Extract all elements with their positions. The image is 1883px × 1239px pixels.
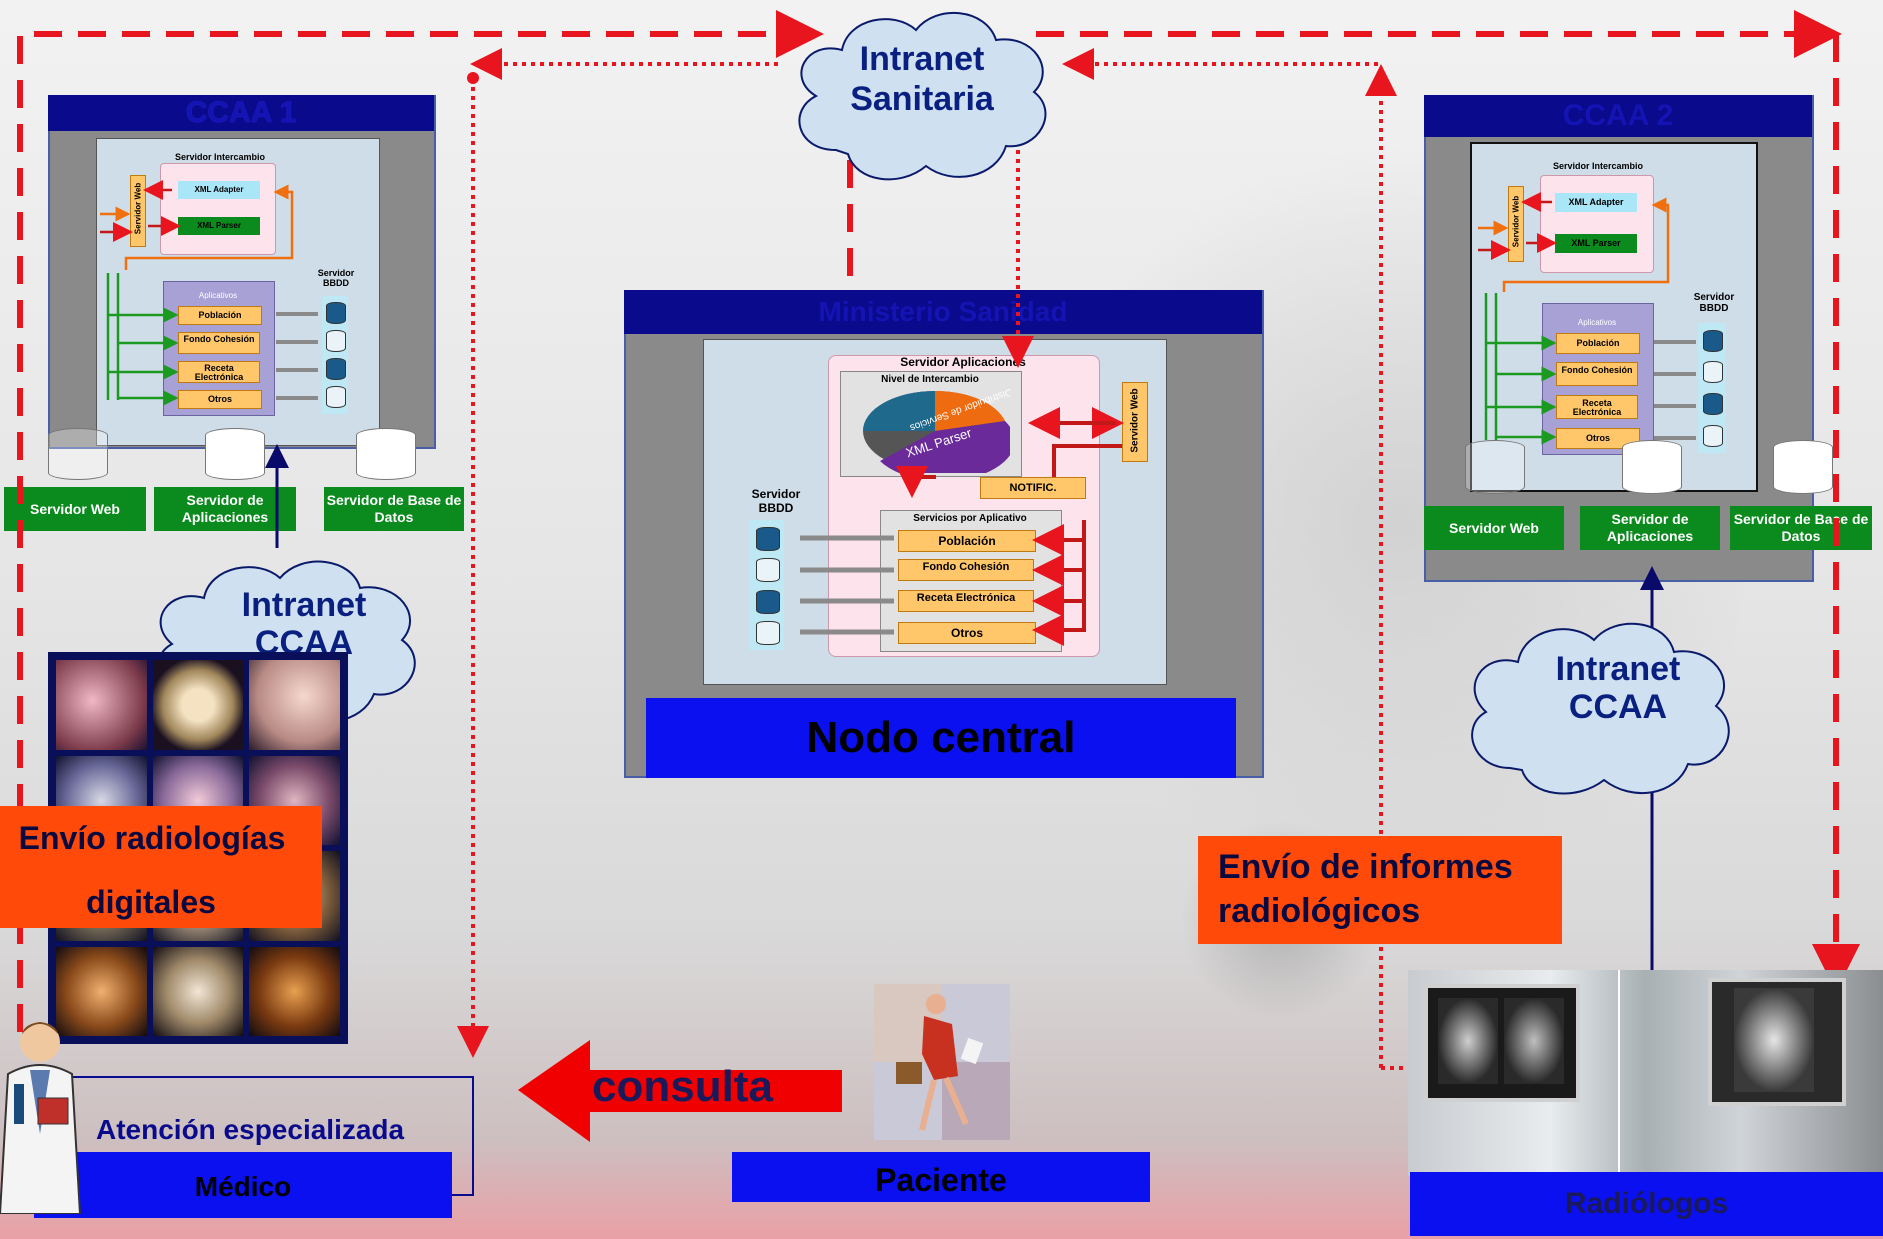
ccaa2-servidor-bd: Servidor de Base de Datos — [1730, 506, 1872, 550]
ccaa1-bbdd-cylinder — [326, 330, 346, 352]
ccaa1-bbdd-cylinder — [326, 302, 346, 324]
ccaa2-servidor-aplicaciones: Servidor de Aplicaciones — [1580, 506, 1720, 550]
ccaa2-xml-adapter: XML Adapter — [1555, 193, 1637, 212]
ccaa1-servidor-bd: Servidor de Base de Datos — [324, 487, 464, 531]
ccaa2-servidor-web: Servidor Web — [1424, 506, 1564, 550]
ccaa2-cylinder-app — [1622, 440, 1682, 494]
ccaa1-app-fondo: Fondo Cohesión — [178, 332, 260, 354]
loop-top-left — [17, 10, 824, 1032]
ccaa2-xml-parser: XML Parser — [1555, 234, 1637, 253]
ccaa1-servidor-web-vertical: Servidor Web — [130, 175, 146, 247]
doctor-figure — [0, 1022, 82, 1214]
ccaa1-title: CCAA 1 — [185, 96, 297, 129]
ccaa1-app-otros: Otros — [178, 390, 262, 409]
radiology-image — [249, 660, 340, 750]
ccaa1-aplicativos-label: Aplicativos — [198, 291, 238, 300]
ccaa2-servidor-web-vertical: Servidor Web — [1508, 186, 1524, 262]
xray-monitor — [1424, 984, 1580, 1102]
radiologos-photo — [1408, 970, 1883, 1176]
distribuidor-pie: XML Parser Distribuidor de Servicios — [863, 386, 1010, 473]
envio-informes-line1: Envío de informes — [1218, 848, 1513, 886]
notific-box: NOTIFIC. — [980, 477, 1086, 499]
ccaa1-cylinder-web — [48, 428, 108, 480]
ccaa2-bbdd-cylinder — [1703, 361, 1723, 383]
consulta-label: consulta — [592, 1062, 773, 1111]
consulta-arrow — [518, 1040, 842, 1142]
cloud-ccaa-right-line1: Intranet — [1556, 650, 1681, 688]
ccaa2-app-fondo: Fondo Cohesión — [1556, 362, 1638, 386]
radiology-image — [56, 946, 147, 1036]
ccaa2-app-receta: Receta Electrónica — [1556, 395, 1638, 419]
ccaa1-intercambio-box — [160, 163, 276, 255]
xray-monitor — [1708, 978, 1846, 1106]
ccaa2-servidor-intercambio: Servidor Intercambio — [1552, 161, 1644, 171]
atencion-label: Atención especializada — [96, 1114, 405, 1145]
ccaa2-bbdd-cylinder — [1703, 393, 1723, 415]
radiologos-label: Radiólogos — [1410, 1172, 1883, 1236]
nivel-intercambio-label: Nivel de Intercambio — [881, 374, 979, 385]
cloud-sanitaria-line1: Intranet — [860, 40, 985, 78]
servidor-web-vertical: Servidor Web — [1122, 382, 1148, 462]
cloud-ccaa-right-line2: CCAA — [1569, 688, 1667, 726]
envio-radiologias-line2: digitales — [86, 884, 216, 920]
ministerio-red-arrows — [896, 407, 1124, 646]
ccaa1-xml-parser: XML Parser — [178, 217, 260, 235]
ministerio-bbdd-cylinder — [756, 527, 780, 551]
ccaa1-cylinder-db — [356, 428, 416, 480]
ccaa1-app-receta: Receta Electrónica — [178, 361, 260, 383]
ministerio-bbdd-cylinder — [756, 558, 780, 582]
ccaa1-servidor-web: Servidor Web — [4, 487, 146, 531]
ccaa2-bbdd-label: Servidor BBDD — [1693, 292, 1735, 314]
ccaa1-servidor-aplicaciones: Servidor de Aplicaciones — [154, 487, 296, 531]
ccaa2-cylinder-db — [1773, 440, 1833, 494]
dotted-dot-left — [467, 72, 479, 84]
ministerio-gray-arrows — [800, 535, 894, 635]
ccaa1-title-bar: CCAA 1 — [48, 95, 434, 131]
paciente-label: Paciente — [732, 1152, 1150, 1202]
ccaa1-bbdd-cylinder — [326, 358, 346, 380]
servidor-bbdd-label: Servidor BBDD — [751, 487, 801, 515]
medico-label: Médico — [34, 1152, 452, 1218]
nodo-central: Nodo central — [646, 698, 1236, 778]
ccaa2-bbdd-cylinder — [1703, 330, 1723, 352]
envio-radiologias-line1: Envío radiologías — [18, 820, 286, 856]
ministerio-app-poblacion: Población — [898, 530, 1036, 552]
radiology-image — [152, 946, 244, 1036]
ministerio-bbdd-cylinder — [756, 590, 780, 614]
ccaa1-bbdd-cylinder — [326, 386, 346, 408]
servicios-label: Servicios por Aplicativo — [913, 513, 1027, 524]
envio-radiologias-box: Envío radiologías digitales — [0, 806, 322, 928]
envio-informes-box: Envío de informes radiológicos — [1198, 836, 1562, 944]
radiology-image — [249, 946, 340, 1036]
cloud-sanitaria-line2: Sanitaria — [850, 80, 995, 118]
ccaa2-app-poblacion: Población — [1556, 333, 1640, 354]
cloud-intranet-sanitaria: Intranet Sanitaria — [798, 11, 1047, 181]
ministerio-bbdd-cylinder — [756, 621, 780, 645]
ccaa1-bbdd-label: Servidor BBDD — [317, 268, 355, 288]
radiology-image — [152, 660, 244, 750]
ccaa1-cylinder-app — [205, 428, 265, 480]
ccaa1-servidor-intercambio: Servidor Intercambio — [174, 152, 266, 162]
ccaa2-cylinder-web — [1465, 440, 1525, 494]
envio-informes-line2: radiológicos — [1218, 892, 1421, 930]
radiology-image — [56, 660, 147, 750]
ministerio-title: Ministerio Sanidad — [818, 296, 1068, 327]
ccaa2-app-otros: Otros — [1556, 428, 1640, 449]
ccaa1-internal-arrows — [100, 180, 318, 406]
cloud-ccaa-left-line1: Intranet — [242, 586, 367, 624]
dashed-red-loop — [17, 10, 1860, 1032]
ministerio-app-otros: Otros — [898, 622, 1036, 644]
ccaa2-intercambio-box — [1540, 175, 1654, 273]
ccaa2-internal-arrows — [1478, 192, 1696, 445]
ccaa2-title-bar: CCAA 2 — [1424, 95, 1812, 137]
cloud-intranet-ccaa-right: Intranet CCAA — [1471, 622, 1730, 795]
ccaa2-title: CCAA 2 — [1562, 99, 1674, 132]
ministerio-title-bar: Ministerio Sanidad — [624, 290, 1262, 334]
servidor-aplicaciones-label: Servidor Aplicaciones — [900, 355, 1026, 369]
ccaa1-xml-adapter: XML Adapter — [178, 181, 260, 199]
ccaa2-bbdd-cylinder — [1703, 425, 1723, 447]
ccaa2-aplicativos-label: Aplicativos — [1577, 318, 1617, 327]
ccaa1-app-poblacion: Población — [178, 306, 262, 325]
patient-figure — [874, 984, 1010, 1140]
